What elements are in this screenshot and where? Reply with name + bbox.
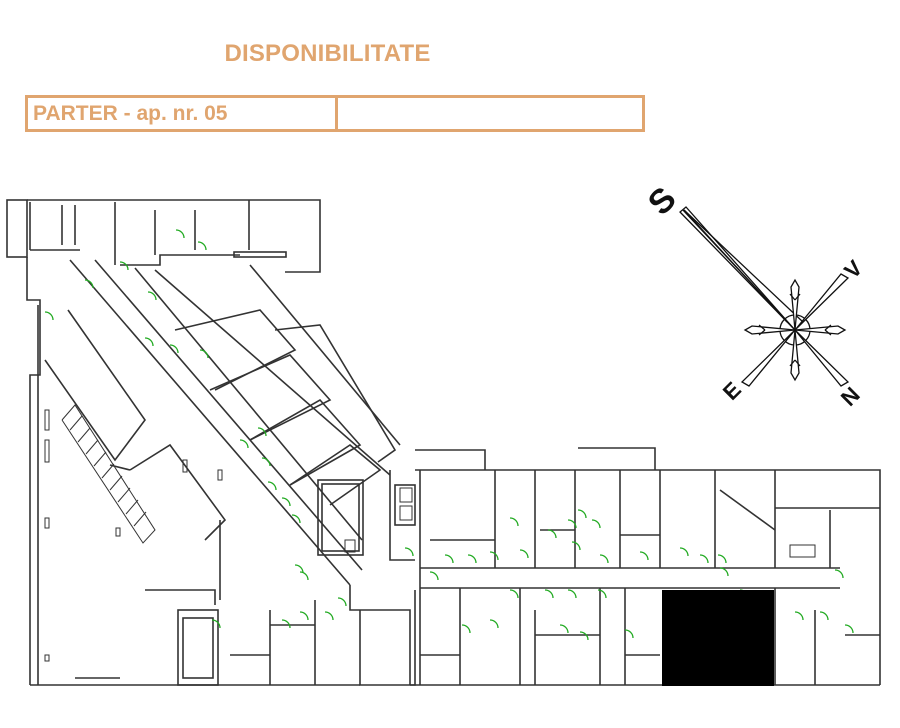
- door-swings: [44, 229, 854, 641]
- staircase: [61, 404, 156, 544]
- apartment-info-table: PARTER - ap. nr. 05: [25, 95, 645, 132]
- fixtures: [44, 409, 816, 662]
- compass-rose: [679, 206, 850, 387]
- building-walls: [6, 199, 881, 686]
- apartment-05-highlight[interactable]: [662, 590, 774, 686]
- compass-north-label: N: [836, 382, 865, 411]
- page-title: DISPONIBILITATE: [224, 40, 431, 67]
- compass-south-label: S: [641, 180, 684, 223]
- compass-east-label: E: [718, 377, 746, 405]
- floor-apartment-label: PARTER - ap. nr. 05: [28, 98, 338, 129]
